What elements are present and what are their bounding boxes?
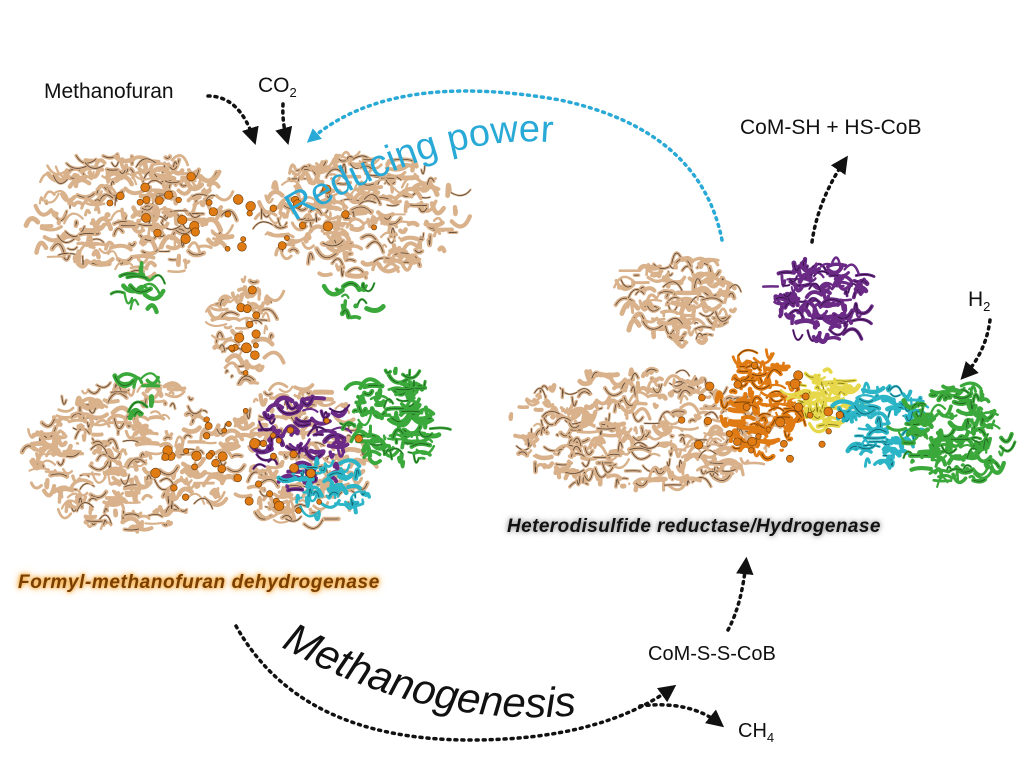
h2-label: H2 [968,288,991,315]
com-sh-hs-cob-label: CoM-SH + HS-CoB [740,116,922,139]
comsscob-to-hdr-arrow [726,556,754,632]
methanogenesis-arrow [234,624,677,742]
methanofuran-label: Methanofuran [44,80,174,103]
ch4-arrow [638,703,725,728]
co2-arrow [275,102,293,146]
hdr-enzyme-label: Heterodisulfide reductase/Hydrogenase [507,516,881,537]
ch4-label: CH4 [738,720,775,745]
com-s-s-cob-label: CoM-S-S-CoB [648,643,776,665]
methanofuran-arrow [206,94,259,146]
h2-arrow [960,318,992,380]
reducing-power-arrow [306,89,724,242]
fmd-central-stalk [204,275,286,387]
hdr-hydrogenase-structure [508,251,1017,493]
fmd-lower-lobe [19,366,452,534]
co2-label: CO2 [258,74,297,101]
fmd-upper-lobe [23,150,472,320]
com-sh-arrow [810,155,848,244]
fmd-enzyme-label: Formyl-methanofuran dehydrogenase [18,572,380,593]
